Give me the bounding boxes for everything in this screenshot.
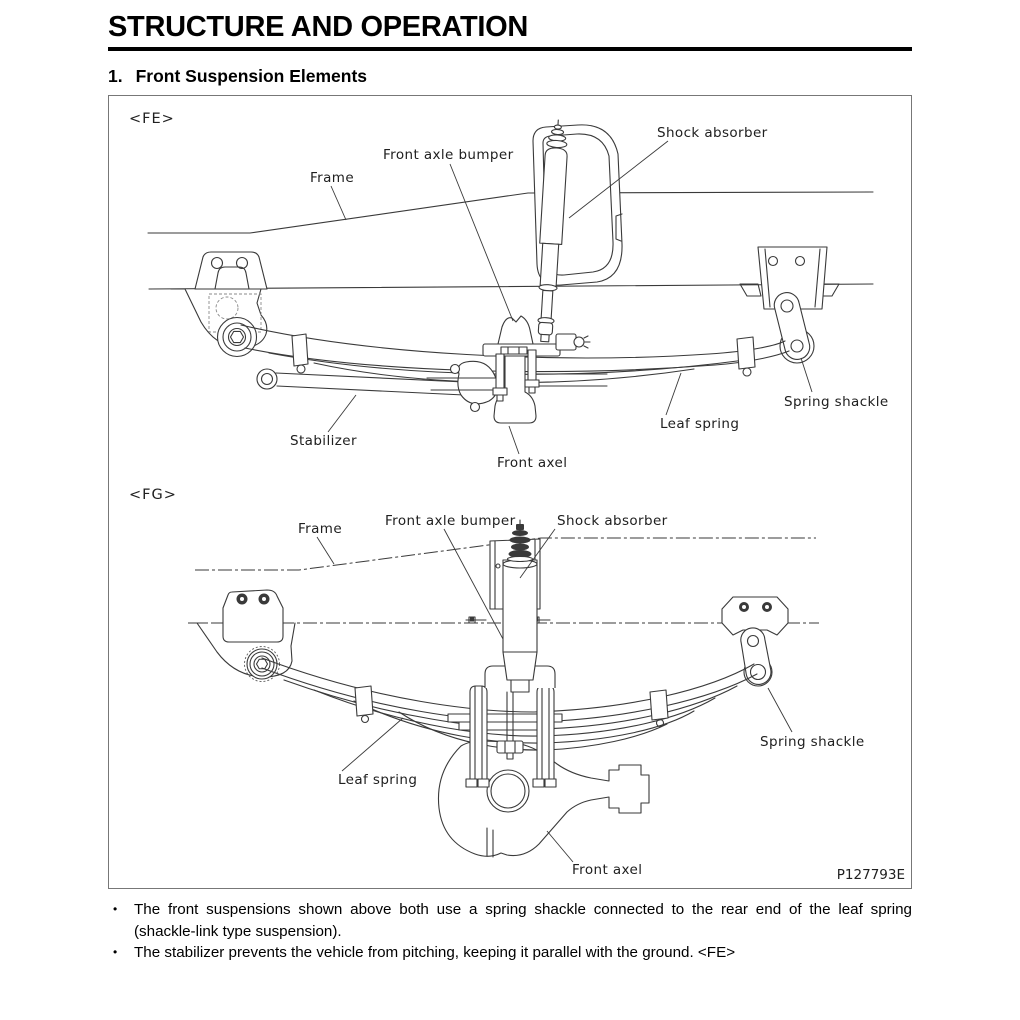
fg-label-spring-shackle: Spring shackle [760, 734, 865, 750]
fe-label-front-axel: Front axel [497, 455, 567, 471]
bullet-marker: • [113, 902, 118, 916]
fg-variant-tag: <FG> [129, 487, 177, 503]
section-title: Front Suspension Elements [135, 66, 368, 86]
fe-variant-tag: <FE> [129, 111, 175, 127]
fg-axle-seat-drawing [447, 685, 563, 788]
fg-axle-housing-drawing [437, 740, 650, 858]
fg-diagram: <FG> Frame Front axle bumper Shock absor… [129, 487, 865, 878]
note-bullet-2: • The stabilizer prevents the vehicle fr… [108, 942, 912, 964]
fg-label-frame: Frame [298, 521, 342, 537]
fe-frame-drawing [147, 191, 874, 290]
fe-label-front-axle-bumper: Front axle bumper [383, 147, 514, 163]
section-heading: 1. Front Suspension Elements [108, 66, 367, 87]
fe-front-hanger [170, 251, 268, 358]
fe-front-axle-drawing [426, 315, 608, 424]
figure-box: <FE> Frame Front axle bumper Shock absor… [108, 95, 912, 889]
notes-section: • The front suspensions shown above both… [108, 899, 912, 964]
note-text: The stabilizer prevents the vehicle from… [134, 944, 736, 962]
fe-shock-absorber-drawing [537, 119, 568, 343]
fe-label-stabilizer: Stabilizer [290, 433, 357, 449]
fe-diagram: <FE> Frame Front axle bumper Shock absor… [129, 111, 889, 471]
note-bullet-1: • The front suspensions shown above both… [108, 899, 912, 942]
fg-label-front-axle-bumper: Front axle bumper [385, 513, 516, 529]
fg-spring-shackle-drawing [740, 627, 773, 687]
fg-rear-bracket [721, 596, 789, 636]
fe-spring-shackle-drawing [773, 292, 815, 364]
fg-label-leaf-spring: Leaf spring [338, 772, 417, 788]
fe-stabilizer-drawing [256, 360, 498, 413]
suspension-figure: <FE> Frame Front axle bumper Shock absor… [129, 111, 905, 883]
fe-label-leaf-spring: Leaf spring [660, 416, 739, 432]
fg-label-shock-absorber: Shock absorber [557, 513, 668, 529]
fe-label-shock-absorber: Shock absorber [657, 125, 768, 141]
fe-rear-bracket [739, 246, 840, 310]
title-rule [108, 47, 912, 51]
bullet-marker: • [113, 945, 118, 960]
section-number: 1. [108, 66, 123, 86]
fe-axle-bumper-drawing [497, 315, 534, 345]
fe-label-frame: Frame [310, 170, 354, 186]
page-title: STRUCTURE AND OPERATION [108, 11, 529, 43]
fg-frame-drawing [188, 537, 819, 624]
note-text: The front suspensions shown above both u… [134, 901, 912, 940]
fe-label-spring-shackle: Spring shackle [784, 394, 889, 410]
fg-label-front-axel: Front axel [572, 862, 642, 878]
fg-shock-absorber-drawing [484, 519, 556, 693]
figure-code: P127793E [837, 867, 905, 883]
fg-front-hanger [196, 589, 296, 682]
